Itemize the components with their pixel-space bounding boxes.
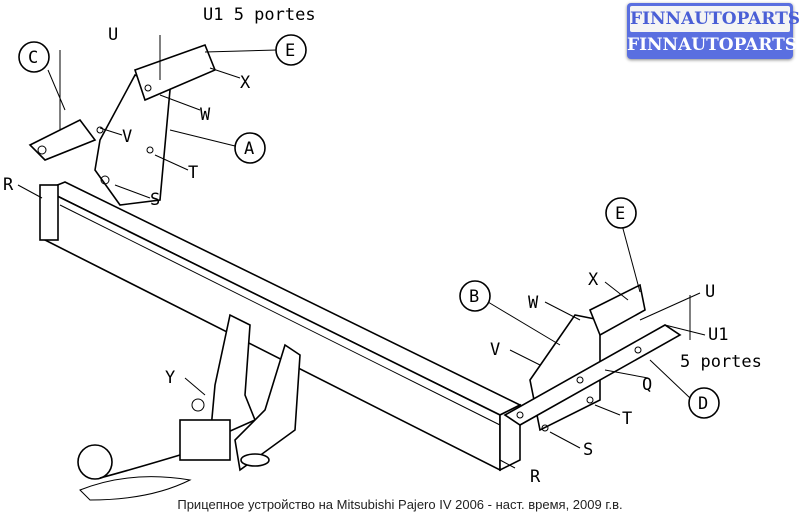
label-w: W bbox=[200, 105, 211, 125]
label-e: E bbox=[285, 41, 295, 61]
label-a: A bbox=[244, 139, 254, 159]
label-t: T bbox=[188, 163, 198, 183]
label-s: S bbox=[150, 190, 160, 210]
right-bracket bbox=[503, 283, 691, 432]
label-5-portes-right: 5 portes bbox=[680, 352, 762, 372]
label-b: B bbox=[469, 287, 479, 307]
label-d: D bbox=[698, 394, 708, 414]
label-r: R bbox=[3, 175, 14, 195]
leader-lines bbox=[17, 49, 706, 469]
callout-circles bbox=[18, 34, 720, 419]
logo-line-2: FINNAUTOPARTS bbox=[627, 35, 798, 55]
label-u: U bbox=[108, 25, 118, 45]
diagram-caption: Прицепное устройство на Mitsubishi Pajer… bbox=[177, 497, 623, 512]
label-w-right: W bbox=[528, 293, 539, 313]
label-v-right: V bbox=[490, 340, 500, 360]
label-q: Q bbox=[642, 375, 652, 395]
label-y: Y bbox=[165, 368, 175, 388]
label-s-right: S bbox=[583, 440, 593, 460]
label-t-right: T bbox=[622, 409, 632, 429]
label-u1-right: U1 bbox=[708, 325, 728, 345]
left-bracket bbox=[28, 35, 217, 206]
label-x: X bbox=[240, 73, 251, 93]
label-e-right: E bbox=[615, 204, 625, 224]
label-v: V bbox=[122, 127, 132, 147]
logo-line-1: FINNAUTOPARTS bbox=[630, 6, 800, 32]
label-u1-5-portes: U1 5 portes bbox=[203, 5, 316, 25]
tow-ball-assembly bbox=[77, 313, 301, 501]
label-r-right: R bbox=[530, 467, 541, 487]
finnautoparts-logo: FINNAUTOPARTS FINNAUTOPARTS bbox=[627, 3, 800, 59]
crossbeam bbox=[39, 181, 522, 472]
label-u-right: U bbox=[705, 282, 715, 302]
label-c: C bbox=[28, 48, 38, 68]
label-x-right: X bbox=[588, 270, 599, 290]
